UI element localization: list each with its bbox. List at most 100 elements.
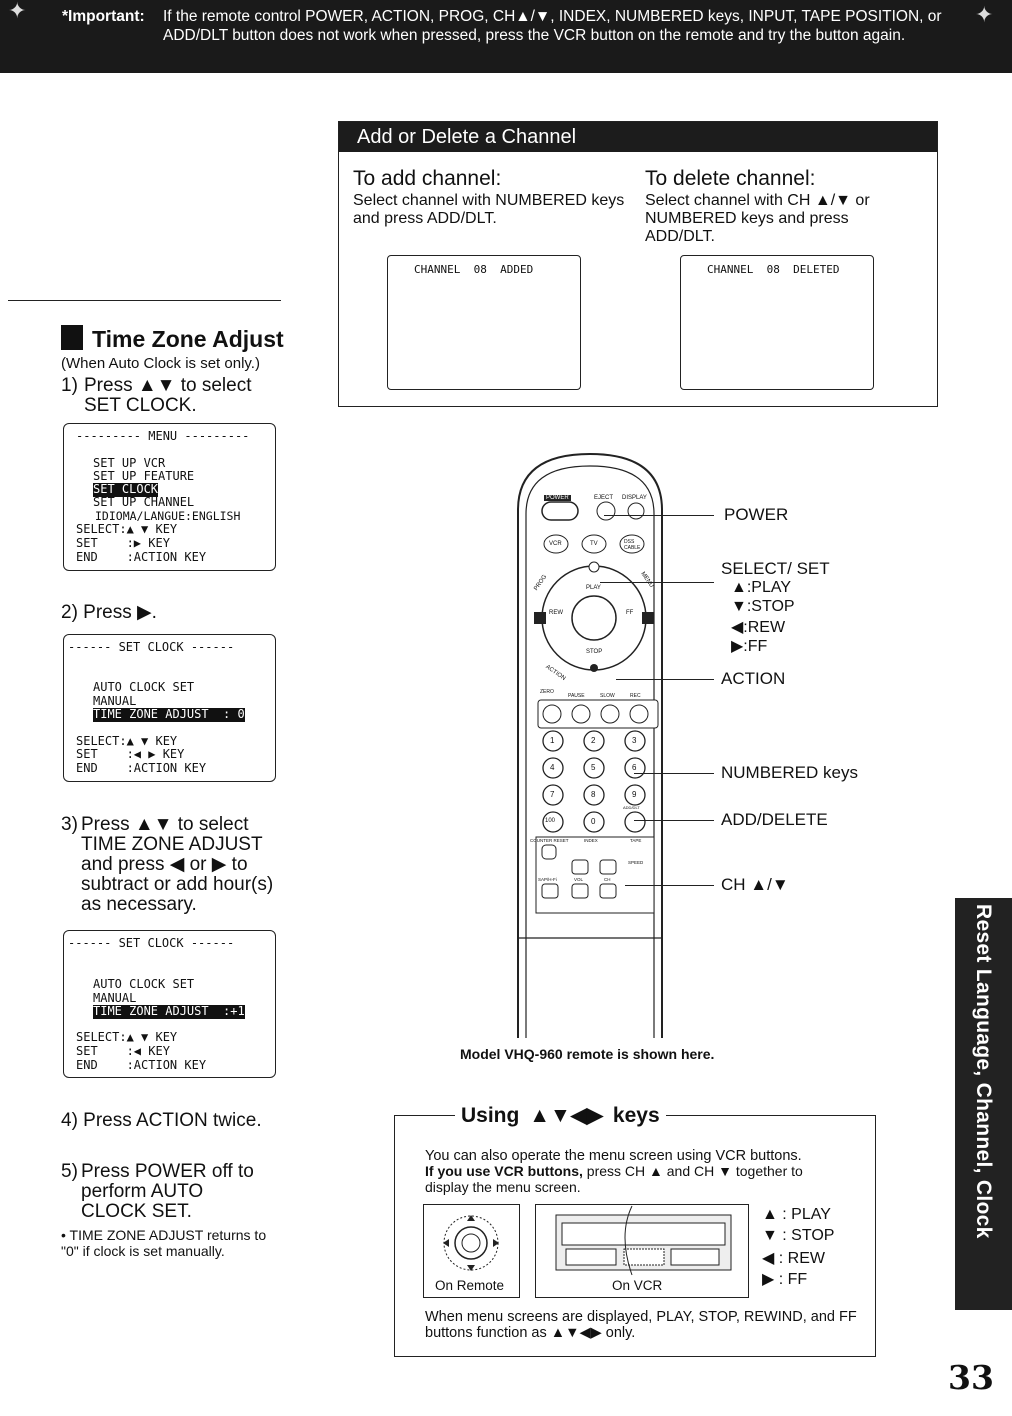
using-line1: You can also operate the menu screen usi… — [425, 1148, 802, 1164]
num-key-7[interactable]: 7 — [550, 790, 555, 799]
step3-number: 3) — [61, 814, 78, 835]
using-line2: If you use VCR buttons, press CH ▲ and C… — [425, 1163, 845, 1195]
on-vcr-box: On VCR — [535, 1204, 749, 1298]
screen-help: SET :▶ KEY — [76, 536, 170, 550]
menu-item: IDIOMA/LANGUE:ENGLISH — [95, 509, 241, 523]
corner-mark-icon: ✦ — [8, 0, 27, 23]
tv-screen-deleted: CHANNEL 08 DELETED — [680, 255, 874, 390]
key-stop: ▼ : STOP — [762, 1227, 835, 1244]
section-title: Time Zone Adjust — [92, 326, 284, 352]
tv-button[interactable]: TV — [590, 541, 598, 547]
using-title-a: Using — [461, 1104, 520, 1127]
label-add-delete: ADD/DELETE — [721, 810, 828, 829]
menu-item: SET UP CHANNEL — [93, 495, 195, 509]
menu-item: SET UP FEATURE — [93, 469, 195, 483]
rec-button[interactable]: REC — [630, 693, 641, 699]
on-vcr-label: On VCR — [612, 1278, 663, 1293]
using-keys-title: Using ▲▼◀▶ keys — [455, 1103, 666, 1128]
using-keys-box: You can also operate the menu screen usi… — [394, 1115, 876, 1357]
corner-mark-icon: ✦ — [975, 2, 994, 27]
num-key-2[interactable]: 2 — [591, 736, 596, 745]
sap-hifi-button[interactable]: SAP/H-Fi — [538, 877, 557, 882]
step4-text: 4) Press ACTION twice. — [61, 1110, 262, 1131]
important-text: If the remote control POWER, ACTION, PRO… — [163, 8, 942, 44]
label-ch: CH ▲/▼ — [721, 875, 789, 894]
num-key-6[interactable]: 6 — [632, 763, 637, 772]
delete-channel-heading: To delete channel: — [645, 167, 816, 190]
callout-line — [600, 582, 714, 583]
label-action: ACTION — [721, 669, 786, 688]
screen-help: END :ACTION KEY — [76, 1058, 207, 1072]
index-button[interactable]: INDEX — [584, 838, 598, 843]
ch-button[interactable]: CH — [604, 877, 611, 882]
add-channel-heading: To add channel: — [353, 167, 502, 190]
add-dlt-button[interactable]: ADD/DLT — [623, 805, 640, 810]
using-title-b: keys — [612, 1104, 660, 1127]
arrow-keys-icon: ▲▼◀▶ — [529, 1104, 604, 1127]
rew-button[interactable]: REW — [549, 610, 563, 616]
on-remote-box: On Remote — [423, 1204, 520, 1298]
counter-reset-button[interactable]: COUNTER RESET — [530, 838, 569, 843]
menu-item: SET UP VCR — [93, 456, 166, 470]
tape-button[interactable]: TAPE — [630, 838, 642, 843]
label-power: POWER — [724, 505, 789, 524]
remote-dpad-icon — [443, 1215, 499, 1271]
eject-button[interactable]: EJECT — [594, 495, 614, 501]
zero-button[interactable]: ZERO — [540, 689, 554, 695]
menu-item: AUTO CLOCK SET — [93, 680, 195, 694]
using-footer: When menu screens are displayed, PLAY, S… — [425, 1309, 857, 1341]
add-delete-channel-box: Add or Delete a Channel To add channel: … — [338, 121, 938, 407]
screen-help: END :ACTION KEY — [76, 550, 207, 564]
screen-help: SET :◀ KEY — [76, 1044, 170, 1058]
label-numbered-keys: NUMBERED keys — [721, 763, 858, 782]
vcr-panel-icon — [555, 1205, 732, 1276]
display-button[interactable]: DISPLAY — [622, 495, 647, 501]
dss-cable-button[interactable]: DSS CABLE — [624, 539, 641, 551]
num-key-3[interactable]: 3 — [632, 736, 637, 745]
stop-button[interactable]: STOP — [586, 649, 603, 655]
important-banner: ✦ ✦ *Important: If the remote control PO… — [0, 0, 1012, 73]
num-key-5[interactable]: 5 — [591, 763, 596, 772]
menu-item: MANUAL — [93, 694, 137, 708]
num-key-0[interactable]: 0 — [591, 817, 596, 826]
num-key-8[interactable]: 8 — [591, 790, 596, 799]
vol-button[interactable]: VOL — [574, 877, 584, 882]
slow-button[interactable]: SLOW — [600, 693, 615, 699]
add-channel-text: Select channel with NUMBERED keys and pr… — [353, 192, 625, 227]
section-subtitle: (When Auto Clock is set only.) — [61, 355, 260, 372]
pause-button[interactable]: PAUSE — [568, 693, 585, 699]
section-marker — [61, 325, 83, 350]
power-button[interactable]: POWER — [544, 495, 571, 501]
speed-button[interactable]: SPEED — [628, 860, 644, 865]
side-tab-label: Reset Language, Channel, Clock — [972, 904, 995, 1239]
remote-illustration: POWER EJECT DISPLAY VCR TV DSS CABLE PRO… — [510, 452, 670, 1040]
callout-line — [625, 885, 714, 886]
vcr-button[interactable]: VCR — [549, 541, 562, 547]
menu-screen: --------- MENU --------- SET UP VCR SET … — [63, 423, 276, 571]
screen-deleted-text: CHANNEL 08 DELETED — [707, 263, 840, 276]
ff-button[interactable]: FF — [626, 610, 634, 616]
key-rew: ◀ : REW — [762, 1250, 825, 1267]
tv-screen-added: CHANNEL 08 ADDED — [387, 255, 581, 390]
screen-title: --------- MENU --------- — [76, 429, 250, 443]
step5-number: 5) — [61, 1161, 78, 1182]
menu-item-selected: TIME ZONE ADJUST :+1 — [93, 1004, 245, 1019]
remote-drawing — [517, 452, 663, 1038]
callout-line — [604, 515, 714, 516]
play-button[interactable]: PLAY — [586, 585, 601, 591]
label-select-set: SELECT/ SET — [721, 559, 830, 578]
num-key-100[interactable]: 100 — [545, 818, 556, 824]
menu-item-selected: TIME ZONE ADJUST : 0 — [93, 707, 245, 722]
label-play: ▲:PLAY — [731, 579, 792, 596]
label-ff: ▶:FF — [731, 638, 768, 655]
step3-text: Press ▲▼ to select TIME ZONE ADJUST and … — [81, 814, 274, 915]
num-key-1[interactable]: 1 — [550, 736, 555, 745]
step2-text: 2) Press ▶. — [61, 602, 157, 623]
page-number: 33 — [948, 1358, 994, 1397]
step5-text: Press POWER off to perform AUTO CLOCK SE… — [81, 1161, 254, 1222]
callout-line — [634, 820, 714, 821]
remote-caption: Model VHQ-960 remote is shown here. — [460, 1046, 715, 1062]
num-key-4[interactable]: 4 — [550, 763, 555, 772]
num-key-9[interactable]: 9 — [632, 790, 637, 799]
step1-text: Press ▲▼ to select SET CLOCK. — [84, 375, 252, 416]
